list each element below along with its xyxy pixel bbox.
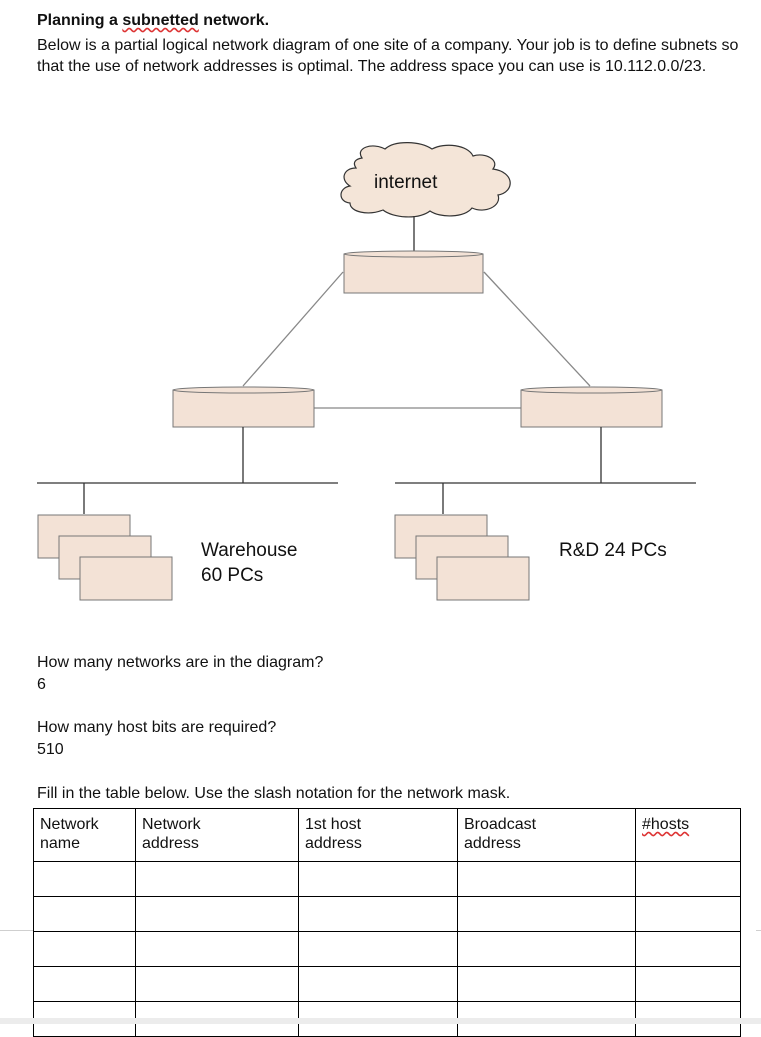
- warehouse-pcs-icon: [37, 514, 173, 601]
- document-title: Planning a subnetted network.: [37, 12, 269, 30]
- network-diagram: internet Warehouse 60 PCs R&D: [37, 142, 696, 601]
- warehouse-label: Warehouse: [201, 540, 297, 561]
- table-cell[interactable]: [33, 931, 136, 967]
- intro-paragraph: Below is a partial logical network diagr…: [37, 37, 739, 75]
- table-header-row: Network name Network address 1st host addre…: [33, 808, 741, 862]
- subnet-table: Network name Network address 1st host addre…: [33, 808, 741, 1037]
- table-cell[interactable]: [298, 931, 458, 967]
- table-cell[interactable]: [635, 966, 741, 1002]
- warehouse-pc-count: 60 PCs: [201, 565, 263, 586]
- header-hosts: #hosts: [635, 808, 741, 862]
- table-instruction: Fill in the table below. Use the slash n…: [37, 785, 511, 802]
- internet-label: internet: [374, 172, 438, 193]
- question-networks-count: How many networks are in the diagram?: [37, 654, 324, 671]
- header-text: name: [40, 835, 81, 852]
- header-broadcast: Broadcast address: [457, 808, 636, 862]
- table-cell[interactable]: [298, 966, 458, 1002]
- header-text: address: [142, 835, 199, 852]
- table-cell[interactable]: [635, 931, 741, 967]
- table-cell[interactable]: [457, 966, 636, 1002]
- header-text: address: [305, 835, 362, 852]
- internet-cloud-icon: [340, 142, 511, 218]
- rd-pcs-icon: [394, 514, 530, 601]
- top-router-icon: [343, 250, 484, 294]
- header-text: address: [464, 835, 521, 852]
- table-cell[interactable]: [33, 896, 136, 932]
- table-row: [33, 896, 741, 932]
- table-cell[interactable]: [33, 861, 136, 897]
- page-bottom-edge: [0, 1018, 761, 1024]
- page-rule-right: [756, 930, 761, 931]
- table-row: [33, 861, 741, 897]
- table-cell[interactable]: [135, 861, 299, 897]
- header-text: 1st host: [305, 816, 362, 833]
- link-top-left: [242, 271, 344, 387]
- header-text: #hosts: [642, 816, 690, 833]
- table-cell[interactable]: [33, 966, 136, 1002]
- table-cell[interactable]: [298, 896, 458, 932]
- right-router-icon: [520, 386, 663, 428]
- table-row: [33, 966, 741, 1002]
- title-start: Planning a: [37, 12, 123, 29]
- table-cell[interactable]: [457, 896, 636, 932]
- table-cell[interactable]: [457, 861, 636, 897]
- left-router-icon: [172, 386, 315, 428]
- table-cell[interactable]: [635, 861, 741, 897]
- header-network-name: Network name: [33, 808, 136, 862]
- title-end: network.: [198, 12, 270, 29]
- table-cell[interactable]: [298, 861, 458, 897]
- header-text: Network: [40, 816, 99, 833]
- header-network-address: Network address: [135, 808, 299, 862]
- title-misspelled-word: subnetted: [122, 12, 199, 29]
- header-first-host: 1st host address: [298, 808, 458, 862]
- rd-label: R&D 24 PCs: [559, 540, 667, 561]
- question-host-bits: How many host bits are required?: [37, 719, 277, 736]
- answer-host-bits: 510: [37, 741, 64, 758]
- table-cell[interactable]: [457, 931, 636, 967]
- table-row: [33, 931, 741, 967]
- table-cell[interactable]: [635, 896, 741, 932]
- link-top-right: [483, 271, 591, 387]
- table-cell[interactable]: [135, 931, 299, 967]
- page-rule-left: [0, 930, 33, 931]
- header-text: Network: [142, 816, 201, 833]
- answer-networks-count: 6: [37, 676, 46, 693]
- table-cell[interactable]: [135, 966, 299, 1002]
- header-text: Broadcast: [464, 816, 537, 833]
- table-cell[interactable]: [135, 896, 299, 932]
